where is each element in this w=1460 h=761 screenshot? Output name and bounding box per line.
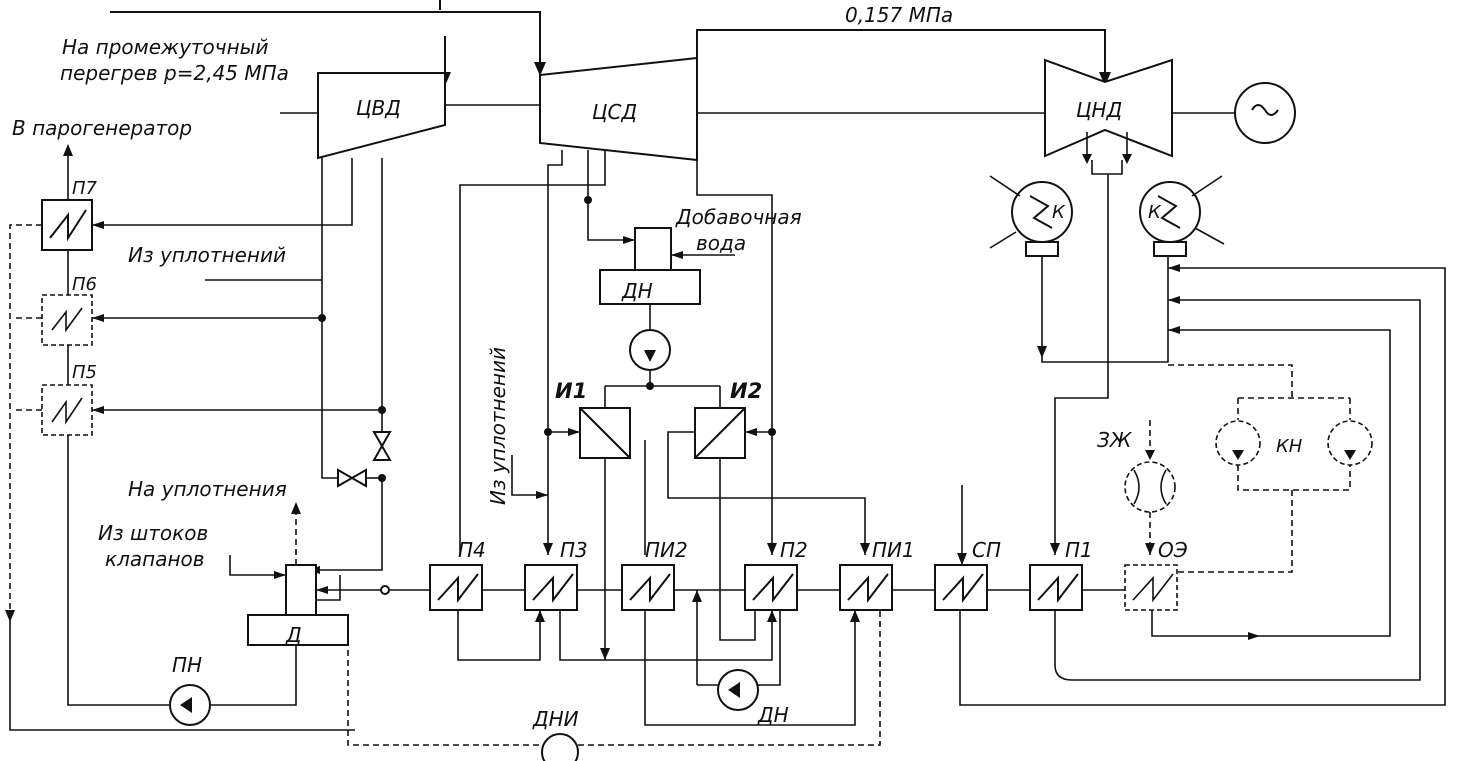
- heater-p7: П7: [41, 178, 98, 251]
- deaerator-d-label: Д: [285, 623, 302, 647]
- heater-p1: П1: [1029, 538, 1093, 611]
- evaporator-i2: И2: [694, 379, 762, 459]
- deaerator-d: Д: [247, 564, 349, 647]
- zh-label: ЗЖ: [1097, 428, 1133, 452]
- heater-p4: П4: [429, 538, 486, 611]
- heater-p3: П3: [524, 538, 588, 611]
- ip-turbine-label: ЦСД: [592, 100, 637, 124]
- evaporator-i1: И1: [555, 379, 631, 459]
- heater-p7-label: П7: [72, 178, 98, 199]
- from-rods-label-2: клапанов: [105, 547, 205, 571]
- valve-horizontal: [337, 468, 367, 488]
- heater-pi2: ПИ2: [621, 538, 688, 611]
- heater-p2-label: П2: [780, 538, 808, 562]
- feed-pump: ПН: [169, 653, 211, 726]
- hp-turbine-label: ЦВД: [356, 96, 401, 120]
- to-seals-label: На уплотнения: [128, 477, 287, 501]
- condensate-pumps: КН: [1168, 364, 1373, 573]
- drain-pump: ДН: [717, 669, 789, 727]
- ip-turbine: ЦСД: [539, 56, 698, 162]
- heater-p4-label: П4: [458, 538, 486, 562]
- heater-p5-label: П5: [72, 362, 97, 383]
- heater-p6-label: П6: [72, 274, 97, 295]
- makeup-pump: [629, 329, 671, 371]
- heater-sp: СП: [934, 538, 1001, 611]
- heater-p5: П5: [41, 362, 97, 436]
- heater-pi2-label: ПИ2: [645, 538, 688, 562]
- drain-pump-label: ДН: [757, 703, 789, 727]
- evaporator-i1-label: И1: [555, 379, 587, 403]
- generator-symbol: [1251, 104, 1279, 116]
- valve-vertical: [372, 431, 392, 461]
- deaerator-dn: ДН: [599, 227, 701, 305]
- drain-pump-dni-label: ДНИ: [532, 707, 579, 731]
- condenser-right: К: [1139, 175, 1225, 257]
- from-seals-left-label: Из уплотнений: [128, 243, 286, 267]
- ejector-zh: ЗЖ: [1097, 420, 1176, 555]
- from-seals-vertical-label: Из уплотнений: [486, 347, 510, 505]
- heater-oe-label: ОЭ: [1158, 538, 1188, 562]
- heater-pi1-label: ПИ1: [872, 538, 915, 562]
- condenser-left-label: К: [1052, 202, 1066, 223]
- heater-oe: ОЭ: [1124, 538, 1188, 611]
- pressure-label: 0,157 МПа: [845, 3, 953, 27]
- heater-p3-label: П3: [560, 538, 588, 562]
- reheat-label-1: На промежуточный: [62, 35, 268, 59]
- lp-turbine-label: ЦНД: [1076, 98, 1122, 122]
- reheat-label-2: перегрев p=2,45 МПа: [60, 61, 289, 85]
- kn-label: КН: [1276, 436, 1303, 457]
- generator: [1172, 82, 1296, 144]
- drain-pump-dni: ДНИ: [532, 707, 579, 761]
- deaerator-dn-label: ДН: [621, 279, 653, 303]
- condenser-left: К: [989, 175, 1073, 257]
- heater-p2: П2: [744, 538, 808, 611]
- lp-turbine: ЦНД: [1044, 58, 1173, 158]
- hp-turbine: ЦВД: [317, 72, 446, 160]
- heater-sp-label: СП: [972, 538, 1001, 562]
- heater-pi1: ПИ1: [839, 538, 915, 611]
- makeup-label-2: вода: [696, 231, 746, 255]
- to-steam-gen-label: В парогенератор: [12, 116, 192, 140]
- heater-p6: П6: [41, 274, 97, 346]
- from-rods-label-1: Из штоков: [98, 521, 208, 545]
- makeup-label-1: Добавочная: [675, 205, 802, 229]
- condenser-right-label: К: [1148, 202, 1162, 223]
- feed-pump-label: ПН: [172, 653, 202, 677]
- heater-p1-label: П1: [1065, 538, 1093, 562]
- evaporator-i2-label: И2: [730, 379, 762, 403]
